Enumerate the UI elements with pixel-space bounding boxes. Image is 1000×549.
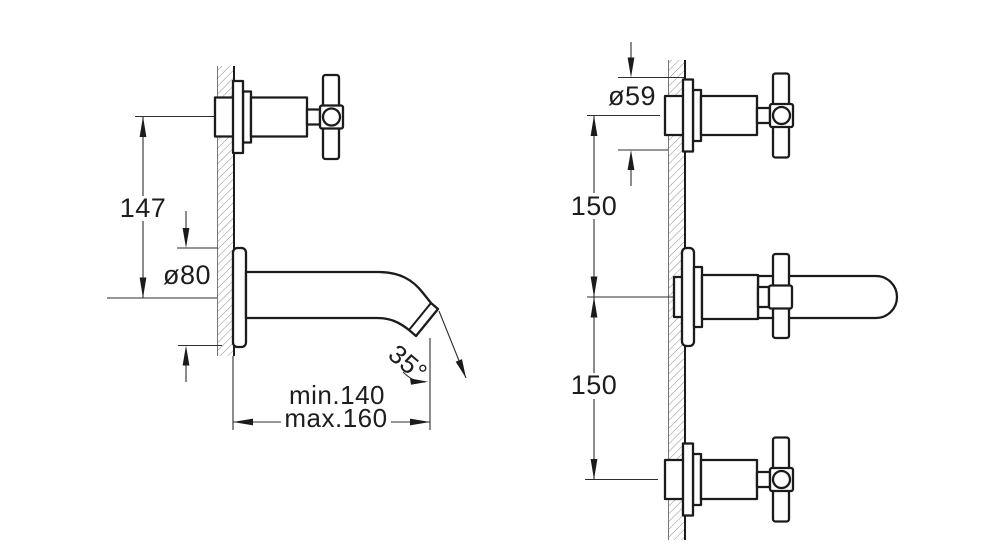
arrow-down-icon <box>627 57 635 78</box>
valve-step-ring <box>241 90 253 144</box>
dim-label-150-lower: 150 <box>571 370 618 400</box>
spout-neck <box>756 285 771 309</box>
valve-side-view <box>213 73 345 161</box>
spout-step-ring <box>692 265 704 329</box>
dim-lines-o59 <box>618 42 684 186</box>
arrow-right-icon <box>410 378 428 385</box>
spout-side-view <box>231 246 440 349</box>
wall-hatch <box>217 66 234 356</box>
spout-flange <box>231 246 248 349</box>
valve-stem <box>755 106 772 125</box>
dim-label-o80: ø80 <box>163 260 211 290</box>
valve-flange <box>231 79 245 155</box>
arrow-down-icon <box>139 277 147 298</box>
left-view-side-elevation: 147 ø80 min.140 max.160 35° <box>107 66 467 433</box>
dim-lines-reach <box>232 338 431 430</box>
dim-label-min140: min.140 <box>289 380 385 410</box>
arrow-up-icon <box>627 150 635 170</box>
handle-screw-cap <box>771 105 792 126</box>
spout-tube <box>244 270 440 338</box>
dim-lines-147 <box>107 115 217 299</box>
valve-step-ring <box>691 88 703 143</box>
lower-valve <box>663 436 795 523</box>
dim-spacing-upper: 150 <box>571 114 673 298</box>
middle-spout-top-view <box>672 246 899 348</box>
dim-valve-to-spout: 147 <box>107 115 217 299</box>
dim-spout-reach: min.140 max.160 <box>232 338 431 433</box>
dim-label-max160: max.160 <box>284 403 387 433</box>
arrow-left-icon <box>233 418 253 426</box>
arrow-up-icon <box>590 115 598 136</box>
dim-label-150-upper: 150 <box>571 191 618 221</box>
dim-spacing-lower: 150 <box>571 297 658 481</box>
valve-stem <box>305 108 322 126</box>
dim-label-147: 147 <box>120 193 167 223</box>
valve-body <box>699 458 759 501</box>
valve-body <box>699 94 759 137</box>
dim-spout-flange-diameter: ø80 <box>163 211 222 382</box>
valve-stem <box>755 470 772 489</box>
arrow-up-icon <box>182 345 190 366</box>
valve-step-ring <box>691 452 703 507</box>
arrow-down-icon <box>590 459 598 480</box>
arrow-right-icon <box>410 418 430 426</box>
cross-hub <box>767 284 794 310</box>
arrow-down-icon <box>182 228 190 248</box>
dim-handle-flange-diameter: ø59 <box>608 42 684 186</box>
spout-aerator-line <box>408 302 432 331</box>
arrow-up-icon <box>139 116 147 137</box>
dim-lines-o80 <box>177 211 222 382</box>
arrow-diagonal-icon <box>455 359 466 378</box>
handle-screw-cap <box>321 107 342 127</box>
valve-body <box>249 96 309 138</box>
valve-flange <box>681 442 695 517</box>
arrow-up-icon <box>590 297 598 318</box>
dim-label-35deg: 35° <box>383 338 434 387</box>
arrow-down-icon <box>590 276 598 297</box>
valve-flange <box>681 78 695 153</box>
dim-lines-150-upper <box>587 114 673 298</box>
handle-screw-cap <box>771 469 792 490</box>
right-view-spacing: ø59 150 150 <box>571 42 899 540</box>
upper-valve <box>663 72 795 159</box>
spout-body <box>700 273 760 321</box>
dim-label-o59: ø59 <box>608 81 656 111</box>
spout-flange <box>680 246 696 348</box>
